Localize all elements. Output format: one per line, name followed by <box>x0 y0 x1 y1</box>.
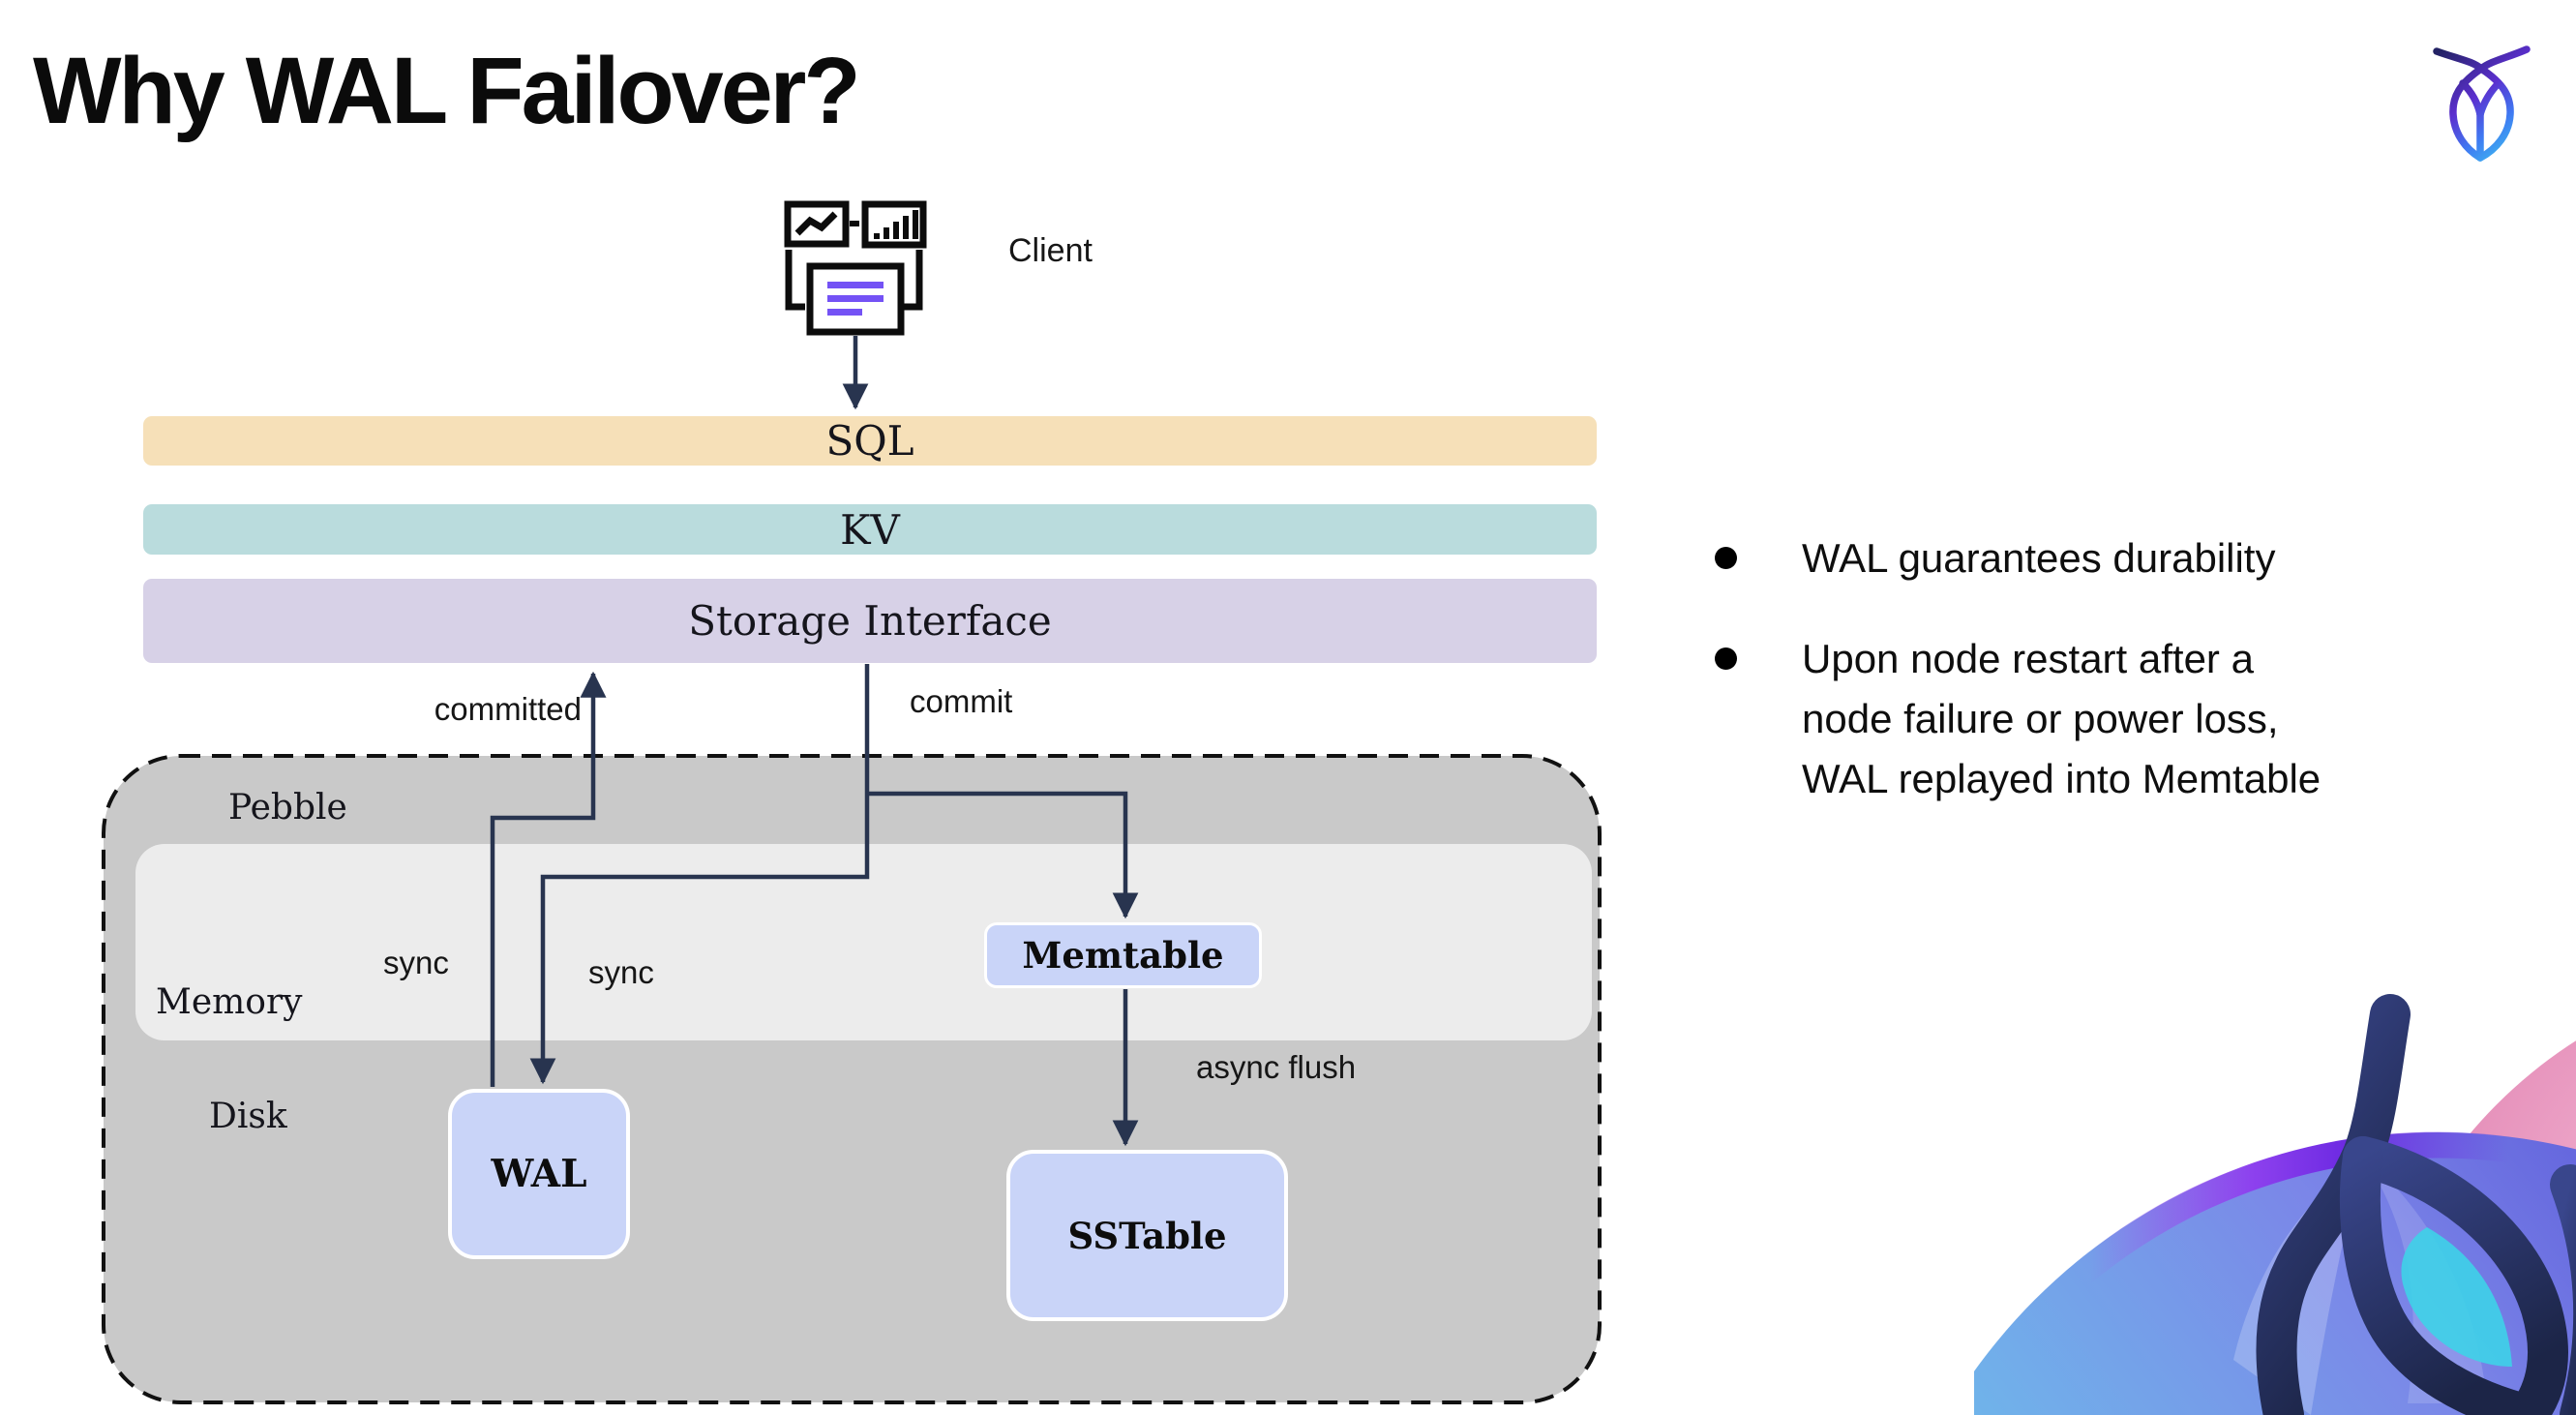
memory-band <box>135 844 1592 1040</box>
bullet-list: WAL guarantees durability Upon node rest… <box>1695 528 2576 850</box>
client-label: Client <box>1008 232 1093 269</box>
dash-connector <box>850 221 859 226</box>
edge-commit-sync-wal <box>529 664 870 1085</box>
bullet-text: WAL guarantees durability <box>1802 528 2275 588</box>
pebble-label: Pebble <box>228 788 347 828</box>
bullet-line: Upon node restart after a <box>1802 636 2254 681</box>
wal-box: WAL <box>448 1089 630 1259</box>
memtable-label: Memtable <box>1022 934 1224 977</box>
layer-kv: KV <box>143 504 1597 555</box>
bullet-dot-icon <box>1715 647 1737 670</box>
memtable-box: Memtable <box>984 922 1262 988</box>
bullet-item: WAL guarantees durability <box>1695 528 2576 588</box>
cockroach-gradient-art <box>1974 994 2576 1415</box>
edge-label-committed: committed <box>434 691 582 727</box>
disk-label: Disk <box>209 1097 287 1136</box>
bullet-text: Upon node restart after a node failure o… <box>1802 629 2321 809</box>
right-bracket-icon <box>903 250 923 311</box>
layer-storage-interface: Storage Interface <box>143 579 1597 663</box>
layer-kv-label: KV <box>840 505 900 554</box>
bullet-line: WAL replayed into Memtable <box>1802 756 2321 801</box>
bullet-item: Upon node restart after a node failure o… <box>1695 629 2576 809</box>
line-chart-icon <box>784 200 850 248</box>
edge-label-sync-left: sync <box>383 945 449 980</box>
edge-commit-memtable <box>867 791 1139 919</box>
edge-committed <box>490 671 607 1087</box>
cockroachdb-logo <box>2433 45 2531 162</box>
diagram-canvas <box>102 336 1602 1404</box>
layer-sql: SQL <box>143 416 1597 466</box>
memory-label: Memory <box>156 982 303 1022</box>
edge-label-commit: commit <box>910 683 1013 719</box>
sstable-label: SSTable <box>1067 1214 1227 1257</box>
bullet-line: node failure or power loss, <box>1802 696 2279 741</box>
sstable-box: SSTable <box>1006 1150 1288 1321</box>
layer-storage-interface-label: Storage Interface <box>688 597 1052 645</box>
bullet-dot-icon <box>1715 547 1737 569</box>
document-icon <box>806 262 905 336</box>
edge-label-sync-right: sync <box>588 954 654 990</box>
edge-label-async-flush: async flush <box>1196 1049 1357 1085</box>
page-title: Why WAL Failover? <box>33 38 861 143</box>
wal-label: WAL <box>491 1152 587 1196</box>
pebble-container <box>102 754 1602 1404</box>
left-bracket-icon <box>785 250 805 311</box>
client-terminal-icon <box>784 200 927 336</box>
layer-sql-label: SQL <box>825 417 914 465</box>
bullet-line: WAL guarantees durability <box>1802 535 2276 581</box>
bar-chart-icon <box>861 200 927 249</box>
